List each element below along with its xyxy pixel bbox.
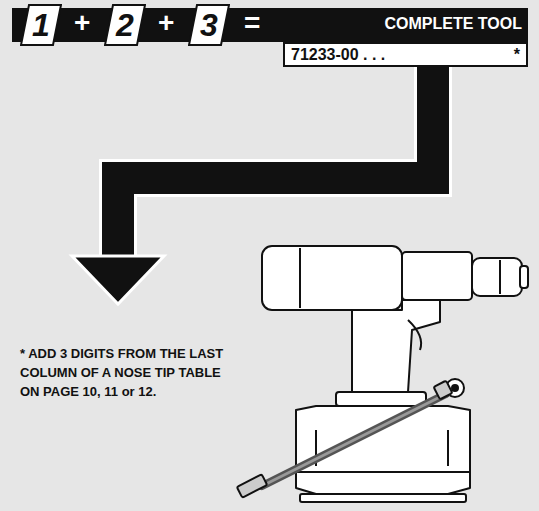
note-text: * ADD 3 DIGITS FROM THE LAST COLUMN OF A… — [20, 344, 225, 401]
step-number: 1 — [32, 9, 50, 41]
step-number: 2 — [116, 9, 134, 41]
rivet-tool — [237, 246, 528, 502]
digit-box: 3 — [188, 4, 230, 46]
part-number-box: 71233-00 . . . * — [283, 42, 528, 67]
digit-box: 2 — [104, 4, 146, 46]
complete-tool-heading: COMPLETE TOOL — [290, 16, 522, 32]
equals-sign: = — [244, 9, 260, 37]
header-band — [12, 8, 528, 42]
digit-box: 1 — [20, 4, 62, 46]
plus-sign: + — [158, 9, 174, 37]
asterisk: * — [514, 47, 520, 63]
part-number: 71233-00 . . . — [291, 47, 385, 63]
step-number: 3 — [200, 9, 218, 41]
plus-sign: + — [74, 9, 90, 37]
